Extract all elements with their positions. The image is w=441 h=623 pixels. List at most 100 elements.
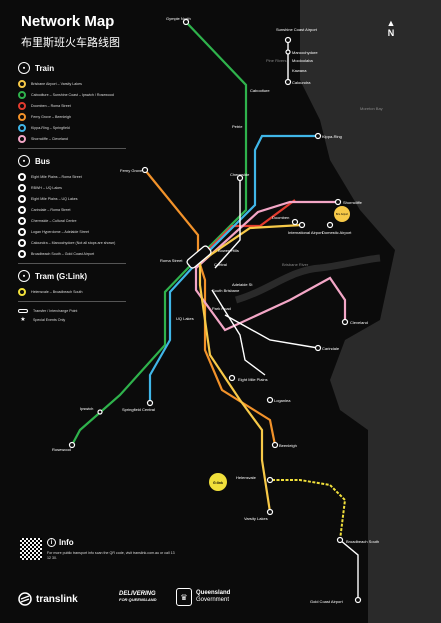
legend-line-swatch <box>18 249 26 258</box>
legend-interchange: Transfer / Interchange Point <box>18 306 126 315</box>
page-title: Network Map <box>21 13 115 30</box>
legend-line-swatch <box>18 287 26 296</box>
label-moreton-bay: Moreton Bay <box>360 106 383 111</box>
legend-tram-heading: ▪ Tram (G:Link) <box>18 270 126 282</box>
legend-train-row: Doomben – Roma Street <box>18 100 126 111</box>
interchange-icon <box>18 308 28 313</box>
label-south-brisbane: South Brisbane <box>212 288 240 293</box>
qr-code[interactable] <box>20 538 42 560</box>
legend-divider <box>18 148 126 149</box>
station-gold-coast-airport[interactable] <box>354 596 362 604</box>
label-eight-mile-plains: Eight Mile Plains <box>238 377 268 382</box>
label-springfield-central: Springfield Central <box>122 407 155 412</box>
station-kippa-ring[interactable] <box>314 132 322 140</box>
legend-special-events: ★Special Events Only <box>18 315 126 324</box>
station-cleveland[interactable] <box>341 318 349 326</box>
brand-name: translink <box>36 593 78 605</box>
station-eight-mile-plains[interactable] <box>228 374 236 382</box>
legend-bus-row: Eight Mile Plains – UQ Lakes <box>18 193 126 204</box>
legend-line-swatch <box>18 238 26 247</box>
station-shorncliffe[interactable] <box>334 198 342 206</box>
station-sunshine-coast-airport[interactable] <box>284 36 292 44</box>
station-rosewood[interactable] <box>68 441 76 449</box>
cbd-interchange[interactable] <box>186 245 212 269</box>
legend: ▪ Train Brisbane Airport – Varsity Lakes… <box>18 56 126 324</box>
legend-tram-row: Helensvale – Broadbeach South <box>18 286 126 297</box>
legend-line-swatch <box>18 183 26 192</box>
label-caloundra: Caloundra <box>292 80 311 85</box>
station-chermside[interactable] <box>236 174 244 182</box>
label-uq-lakes: UQ Lakes <box>176 316 194 321</box>
legend-bus-row: Logan Hyperdome – Adelaide Street <box>18 226 126 237</box>
label-helensvale: Helensvale <box>236 475 257 480</box>
queensland-government-logo: ♛ Queensland Government <box>176 588 230 606</box>
station-ferny-grove[interactable] <box>141 166 149 174</box>
station-broadbeach-south[interactable] <box>336 536 344 544</box>
label-pine-rivers: Pine Rivers <box>266 58 286 63</box>
label-kawana: Kawana <box>292 68 307 73</box>
label-adelaide-st: Adelaide St <box>232 282 253 287</box>
legend-line-swatch <box>18 134 26 143</box>
bris-airport-badge[interactable] <box>334 206 350 222</box>
label-maroochydore: Maroochydore <box>292 50 318 55</box>
label-mooloolaba: Mooloolaba <box>292 58 313 63</box>
station-helensvale[interactable] <box>266 476 274 484</box>
info-heading: i Info <box>47 538 74 547</box>
station-loganlea[interactable] <box>266 396 274 404</box>
line-green-sunshine-ipswich <box>71 21 248 446</box>
line-bus-busway-south <box>211 289 266 376</box>
station-domestic-airport[interactable] <box>326 221 334 229</box>
label-ipswich: Ipswich <box>80 406 93 411</box>
station-caloundra[interactable] <box>284 78 292 86</box>
label-kippa-ring: Kippa-Ring <box>322 134 342 139</box>
label-varsity-lakes: Varsity Lakes <box>244 516 268 521</box>
label-beenleigh: Beenleigh <box>279 443 297 448</box>
station-maroochydore[interactable] <box>285 49 291 55</box>
label-cleveland: Cleveland <box>350 320 368 325</box>
legend-bus-heading: ▪ Bus <box>18 155 126 167</box>
legend-line-swatch <box>18 227 26 236</box>
legend-bus-row: Eight Mile Plains – Roma Street <box>18 171 126 182</box>
station-varsity-lakes[interactable] <box>266 508 274 516</box>
station-ipswich[interactable] <box>97 409 103 415</box>
legend-line-swatch <box>18 216 26 225</box>
label-carindale: Carindale <box>322 346 340 351</box>
legend-line-swatch <box>18 112 26 121</box>
legend-bus-row: RBWH – UQ Lakes <box>18 182 126 193</box>
legend-line-swatch <box>18 194 26 203</box>
bus-icon: ▪ <box>18 155 30 167</box>
line-bus-busway-north <box>214 178 241 269</box>
bris-airport-badge-label: Bris Airport <box>336 213 349 216</box>
station-doomben[interactable] <box>291 218 299 226</box>
label-caboolture: Caboolture <box>250 88 270 93</box>
label-chermside: Chermside <box>230 172 250 177</box>
station-springfield-central[interactable] <box>146 399 154 407</box>
train-icon: ▪ <box>18 62 30 74</box>
legend-line-swatch <box>18 205 26 214</box>
line-yellow-airport-varsity <box>198 223 303 513</box>
station-gympie-north[interactable] <box>182 18 190 26</box>
brisbane-river <box>234 254 381 304</box>
label-loganlea: Loganlea <box>274 398 291 403</box>
legend-train-row: Kippa-Ring – Springfield <box>18 122 126 133</box>
line-tram-glink <box>272 479 347 541</box>
legend-bus-row: Caloundra – Maroochydore (Not all stops … <box>18 237 126 248</box>
tram-badge[interactable] <box>209 473 227 491</box>
label-park-road: Park Road <box>212 306 231 311</box>
station-beenleigh[interactable] <box>271 441 279 449</box>
label-domestic-airport: Domestic Airport <box>322 230 352 235</box>
label-bowen-hills: Bowen Hills <box>218 248 239 253</box>
station-international-airport[interactable] <box>298 221 306 229</box>
legend-line-swatch <box>18 90 26 99</box>
page-subtitle: 布里斯班火车路线图 <box>21 36 120 49</box>
legend-line-swatch <box>18 123 26 132</box>
label-shorncliffe: Shorncliffe <box>343 200 363 205</box>
station-carindale[interactable] <box>314 344 322 352</box>
crest-icon: ♛ <box>176 588 192 606</box>
legend-train-heading: ▪ Train <box>18 62 126 74</box>
legend-train-row: Ferny Grove – Beenleigh <box>18 111 126 122</box>
info-icon: i <box>47 538 56 547</box>
line-bus-eastern <box>224 314 319 349</box>
north-arrow: ▲ N <box>384 18 398 38</box>
